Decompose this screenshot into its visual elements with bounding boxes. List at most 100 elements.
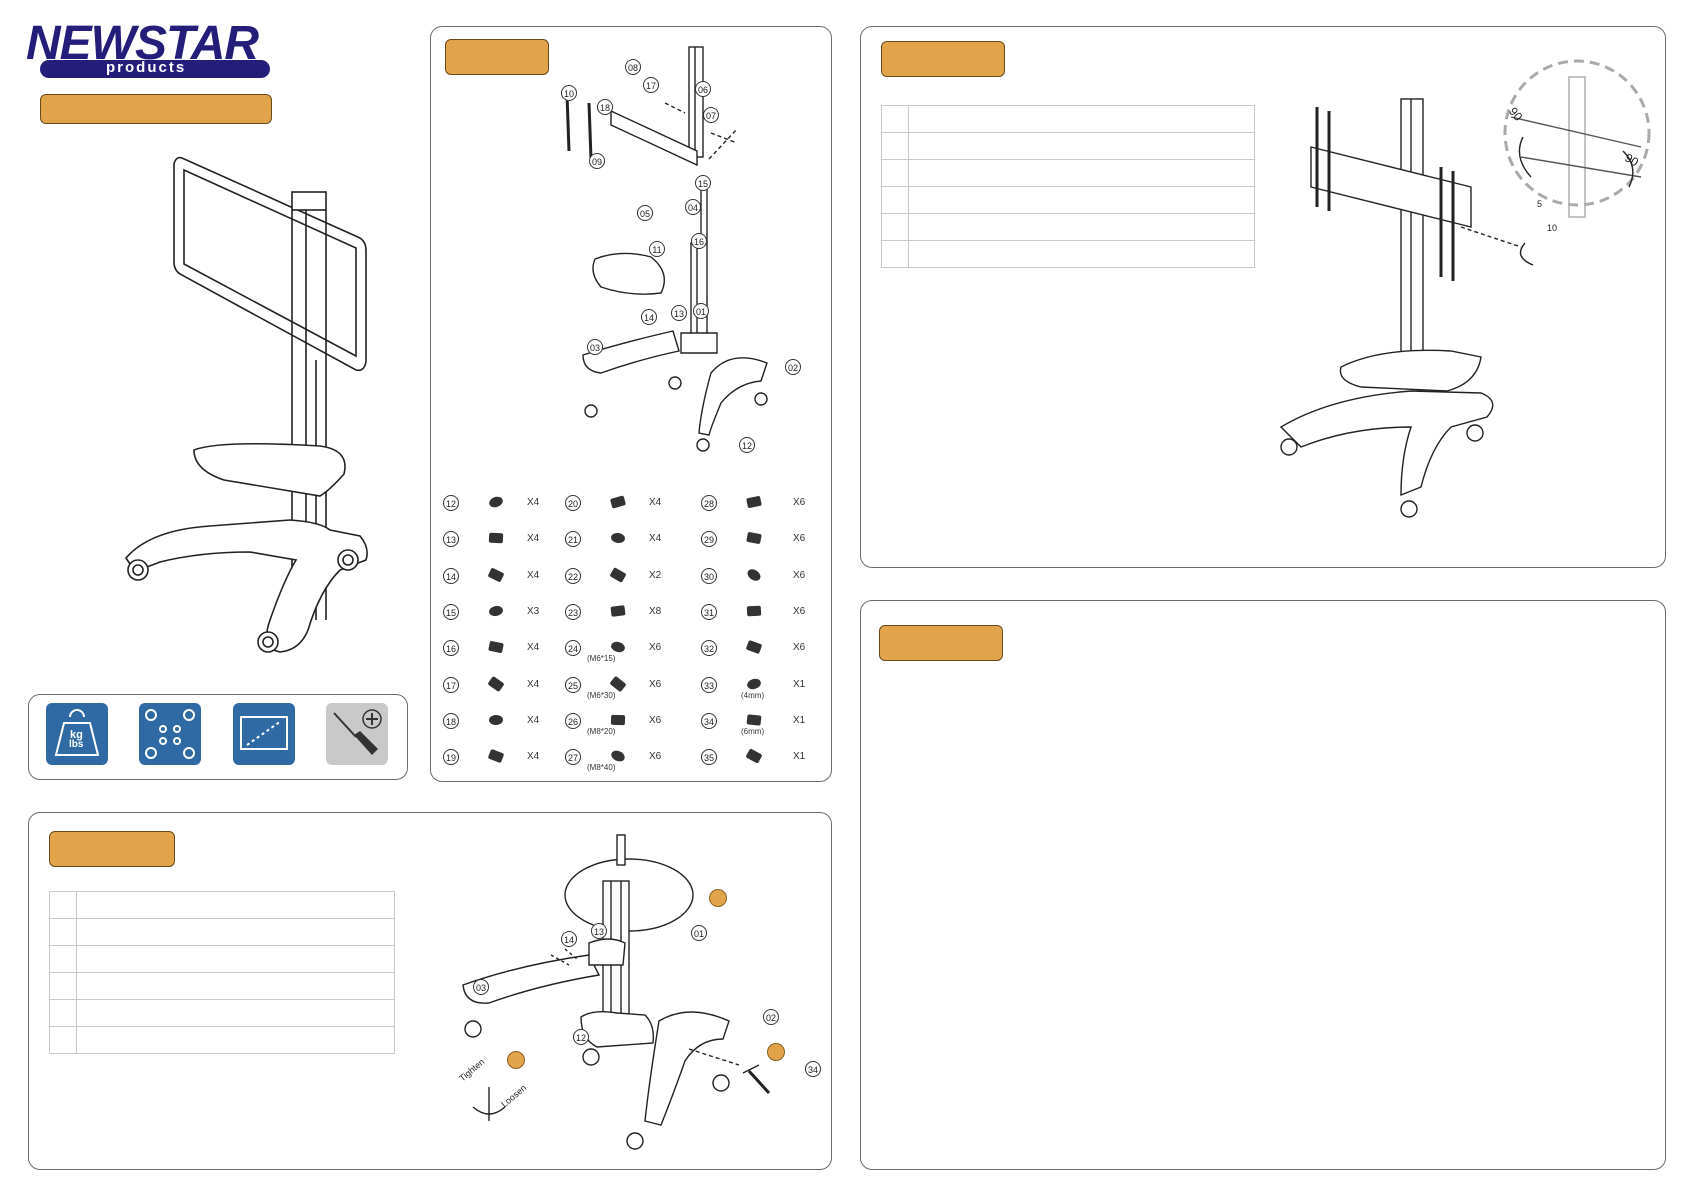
step1-instruction-table: [49, 891, 395, 1054]
logo-brand-text: NEWSTAR: [26, 17, 259, 70]
callout-05: 05: [637, 205, 653, 221]
exploded-view-drawing: [565, 46, 768, 452]
part-size: (M6*30): [587, 690, 616, 700]
hardware-icon: [610, 714, 626, 726]
hardware-icon: [746, 532, 762, 545]
hardware-icon: [746, 605, 762, 617]
table-row: [881, 105, 1255, 133]
step2-bracket-drawing: [1279, 59, 1651, 518]
callout-06: 06: [695, 81, 711, 97]
part-quantity: X6: [793, 605, 806, 617]
logo-underline-bar: [40, 60, 270, 78]
part-number: 19: [443, 749, 459, 766]
callout-04: 04: [685, 199, 701, 215]
hardware-icon: [487, 675, 505, 692]
weight-icon: kg lbs: [46, 703, 108, 765]
step2-title-tag: [881, 41, 1005, 77]
hardware-icon: [609, 640, 627, 654]
hardware-icon: [610, 605, 626, 617]
tilt-angle-10: 10: [1547, 223, 1558, 233]
part-number: 29: [701, 531, 717, 548]
hardware-icon: [488, 604, 504, 618]
hardware-icon: [745, 676, 763, 691]
step1-callout-02: 02: [763, 1009, 779, 1025]
part-number: 18: [443, 712, 459, 729]
step1-title-tag: [49, 831, 175, 867]
step1-callout-01: 01: [691, 925, 707, 941]
callout-14: 14: [641, 309, 657, 325]
callout-15: 15: [695, 175, 711, 191]
part-item-23: 23 X8: [565, 603, 685, 634]
table-row: [881, 159, 1255, 187]
table-row: [49, 999, 395, 1027]
hardware-icon: [609, 566, 627, 583]
part-number: 35: [701, 749, 717, 766]
spec-icons-panel: kg lbs: [28, 694, 408, 780]
hardware-icon: [746, 714, 762, 726]
callout-08: 08: [625, 59, 641, 75]
part-number: 27: [565, 749, 581, 766]
part-quantity: X8: [649, 605, 662, 617]
table-row: [49, 1026, 395, 1054]
callout-17: 17: [643, 77, 659, 93]
part-size: (M6*15): [587, 654, 616, 664]
callout-10: 10: [561, 85, 577, 101]
part-item-18: 18 X4: [443, 712, 563, 743]
table-row: [881, 186, 1255, 214]
table-row: [49, 891, 395, 919]
part-quantity: X4: [527, 714, 540, 726]
part-quantity: X4: [527, 569, 540, 581]
part-number: 33: [701, 676, 717, 693]
hardware-icon: [609, 748, 627, 764]
part-number: 21: [565, 531, 581, 548]
callout-12: 12: [739, 437, 755, 453]
tilt-angle-5: 5: [1537, 199, 1543, 209]
step1-callout-34: 34: [805, 1061, 821, 1077]
step2-panel: 90 90 5 10: [860, 26, 1666, 568]
hardware-icon: [745, 748, 763, 764]
step1-callout-12: 12: [573, 1029, 589, 1045]
table-row: [49, 918, 395, 946]
step3-title-tag: [879, 625, 1003, 661]
part-number: 16: [443, 640, 459, 657]
part-number: 15: [443, 603, 459, 620]
part-number: 32: [701, 640, 717, 657]
logo-tagline: products: [106, 59, 187, 76]
part-number: 28: [701, 495, 717, 511]
table-row: [49, 945, 395, 973]
table-row: [881, 132, 1255, 160]
part-number: 12: [443, 495, 459, 511]
part-number: 23: [565, 603, 581, 620]
part-number: 25: [565, 676, 581, 693]
part-number: 17: [443, 676, 459, 693]
part-quantity: X1: [793, 751, 806, 763]
callout-03: 03: [587, 339, 603, 355]
callout-09: 09: [589, 153, 605, 169]
hardware-icon: [609, 675, 627, 692]
part-quantity: X1: [793, 714, 806, 726]
part-number: 22: [565, 567, 581, 584]
product-title-tag: [40, 94, 272, 124]
step1-marker-left: [507, 1051, 525, 1069]
weight-unit-kg: kg: [70, 729, 83, 741]
hardware-icon: [487, 567, 505, 583]
part-quantity: X4: [527, 497, 540, 508]
part-quantity: X4: [527, 642, 540, 654]
hardware-icon: [487, 494, 505, 510]
hardware-icon: [488, 532, 504, 544]
